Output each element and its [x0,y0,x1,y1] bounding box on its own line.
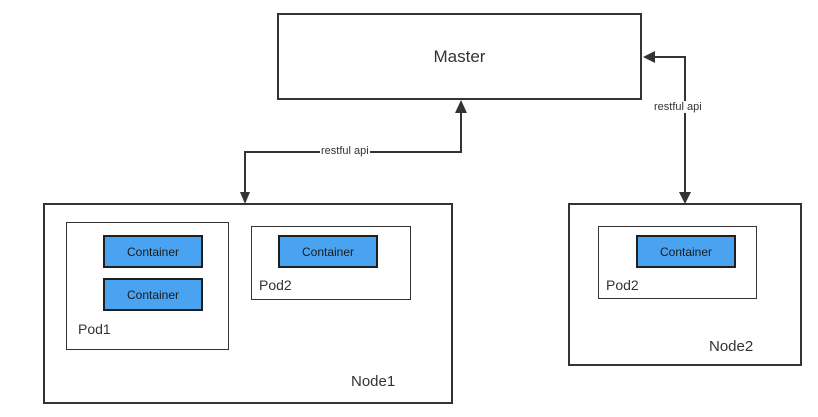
node1-pod2-container-1: Container [278,235,378,268]
arrowhead-to-node2 [679,192,691,204]
master-node2-connector [653,56,686,192]
node1-pod1-label: Pod1 [78,321,111,337]
arrowhead-to-master-right [643,51,655,63]
node1-pod1-container-2: Container [103,278,203,311]
arrowhead-to-node1 [240,192,250,204]
node2-pod2-box: Container Pod2 [598,226,757,299]
node1-box: Container Container Pod1 Container Pod2 … [43,203,453,404]
node1-pod2-label: Pod2 [259,277,292,293]
edge-label-node1-master: restful api [320,145,370,157]
arrowhead-to-master-bottom [455,100,467,113]
node1-pod1-container-1: Container [103,235,203,268]
node2-box: Container Pod2 Node2 [568,203,802,366]
node1-pod1-box: Container Container Pod1 [66,222,229,350]
node1-label: Node1 [351,373,396,390]
master-label: Master [433,47,486,66]
node1-pod2-box: Container Pod2 [251,226,411,300]
node2-pod2-container-1: Container [636,235,736,268]
node2-pod2-label: Pod2 [606,277,639,293]
master-box: Master [277,13,642,100]
edge-label-master-node2: restful api [653,101,703,113]
node2-label: Node2 [709,338,754,355]
